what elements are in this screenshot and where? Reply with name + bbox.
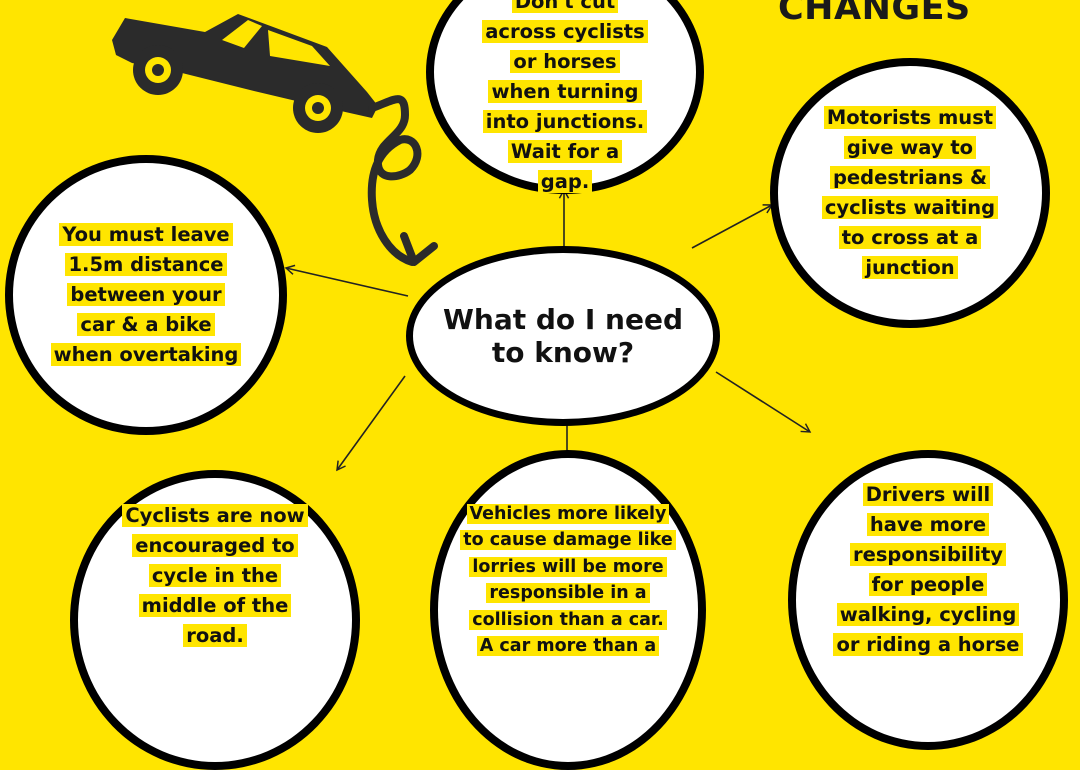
text-line: between your <box>67 283 225 306</box>
text-line: pedestrians & <box>829 166 991 189</box>
background-graphics <box>112 14 812 488</box>
center-question-text: What do I need to know? <box>443 303 683 369</box>
text-line: Cyclists are now <box>122 504 308 527</box>
text-line: collision than a car. <box>469 609 667 630</box>
text-line: walking, cycling <box>836 603 1020 626</box>
text-line: Wait for a <box>507 140 623 163</box>
text-line: when turning <box>488 80 642 103</box>
bubble-top-text: Don't cut across cyclists or horses when… <box>482 0 648 197</box>
arrow-to-bottom-left <box>336 375 406 472</box>
text-line: to cause damage like <box>460 530 676 550</box>
text-line: cyclists waiting <box>821 196 999 219</box>
text-line: give way to <box>843 136 977 159</box>
text-line: car & a bike <box>77 313 215 336</box>
text-line: Drivers will <box>862 483 994 506</box>
bubble-left-text: You must leave 1.5m distance between you… <box>50 220 242 370</box>
text-line: A car more than a <box>476 636 660 656</box>
bubble-right: Motorists must give way to pedestrians &… <box>770 58 1050 328</box>
text-line: encouraged to <box>132 534 298 557</box>
bubble-bottom-right: Drivers will have more responsibility fo… <box>788 450 1068 750</box>
text-line: What do I need <box>443 303 683 336</box>
bubble-right-text: Motorists must give way to pedestrians &… <box>821 103 999 283</box>
text-line: Motorists must <box>823 106 997 129</box>
bubble-left: You must leave 1.5m distance between you… <box>5 155 287 435</box>
arrow-to-left <box>284 264 409 297</box>
text-line: into junctions. <box>482 110 648 133</box>
text-line: or horses <box>510 50 620 73</box>
car-icon <box>112 14 378 133</box>
text-line: or riding a horse <box>833 633 1023 656</box>
heading-changes: CHANGES <box>778 0 971 28</box>
bubble-top: Don't cut across cyclists or horses when… <box>426 0 704 194</box>
arrow-to-bottom-right <box>715 371 812 433</box>
text-line: junction <box>862 256 958 279</box>
text-line: Don't cut <box>511 0 619 13</box>
arrow-to-right <box>691 204 774 249</box>
bubble-bottom-center-text: Vehicles more likely to cause damage lik… <box>460 501 676 660</box>
text-line: responsibility <box>849 543 1007 566</box>
bubble-center-question: What do I need to know? <box>406 246 720 426</box>
bubble-bottom-right-text: Drivers will have more responsibility fo… <box>833 480 1023 660</box>
text-line: to cross at a <box>838 226 982 249</box>
bubble-bottom-left-text: Cyclists are now encouraged to cycle in … <box>122 501 308 651</box>
text-line: when overtaking <box>50 343 242 366</box>
text-line: responsible in a <box>486 583 650 603</box>
text-line: middle of the <box>138 594 292 617</box>
text-line: cycle in the <box>148 564 282 587</box>
text-line: 1.5m distance <box>65 253 227 276</box>
text-line: gap. <box>537 170 593 193</box>
swirl-arrow-icon <box>367 95 422 266</box>
text-line: for people <box>868 573 988 596</box>
text-line: to know? <box>491 336 635 369</box>
text-line: across cyclists <box>482 20 648 43</box>
text-line: lorries will be more <box>469 556 667 577</box>
bubble-bottom-left: Cyclists are now encouraged to cycle in … <box>70 470 360 770</box>
text-line: You must leave <box>59 223 233 246</box>
text-line: Vehicles more likely <box>466 503 670 524</box>
text-line: road. <box>183 624 247 647</box>
bubble-bottom-center: Vehicles more likely to cause damage lik… <box>430 450 706 770</box>
text-line: have more <box>866 513 990 536</box>
